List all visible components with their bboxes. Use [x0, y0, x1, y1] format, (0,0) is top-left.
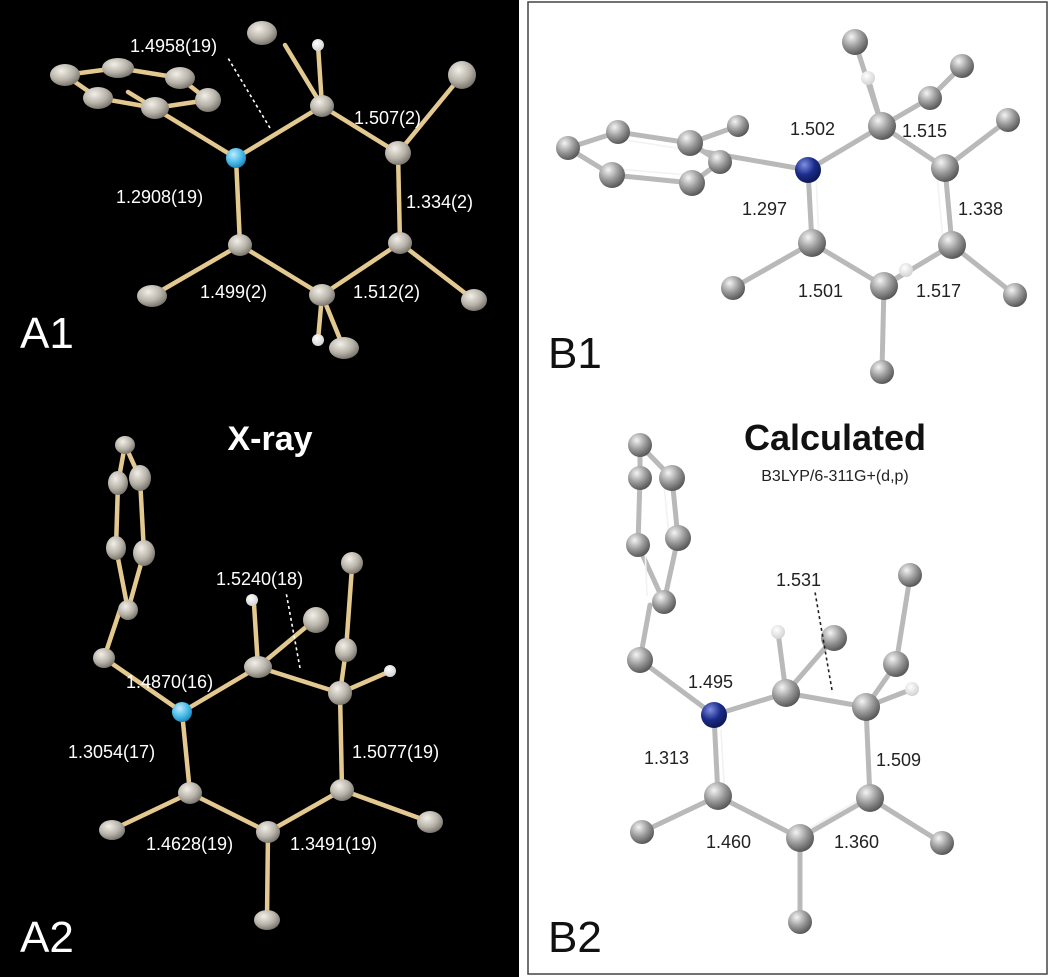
bond-length-label: 1.517 [916, 281, 961, 301]
molecule-b2 [626, 433, 954, 934]
bond-length-label: 1.3054(17) [68, 742, 155, 762]
bond-labels-b2: 1.531 1.495 1.313 1.509 1.460 1.360 [644, 570, 921, 852]
panel-label-b1: B1 [548, 329, 602, 378]
bond-labels-b1: 1.502 1.515 1.297 1.338 1.501 1.517 [742, 119, 1003, 301]
bond-length-label: 1.531 [776, 570, 821, 590]
bond-labels-a1: 1.4958(19) 1.507(2) 1.2908(19) 1.334(2) … [116, 36, 473, 302]
bond-length-label: 1.360 [834, 832, 879, 852]
molecule-a2 [93, 436, 443, 930]
xray-heading: X-ray [227, 420, 312, 458]
calculated-heading: Calculated [744, 417, 926, 458]
bond-length-label: 1.502 [790, 119, 835, 139]
molecule-a1 [50, 21, 487, 359]
panel-label-b2: B2 [548, 913, 602, 962]
bond-length-label: 1.3491(19) [290, 834, 377, 854]
bond-length-label: 1.509 [876, 750, 921, 770]
bond-length-label: 1.495 [688, 672, 733, 692]
bond-length-label: 1.338 [958, 199, 1003, 219]
panel-label-a2: A2 [20, 913, 74, 962]
bond-length-label: 1.313 [644, 748, 689, 768]
panel-label-a1: A1 [20, 309, 74, 358]
bond-length-label: 1.512(2) [353, 282, 420, 302]
bond-labels-a2: 1.5240(18) 1.4870(16) 1.3054(17) 1.5077(… [68, 569, 439, 854]
bond-length-label: 1.499(2) [200, 282, 267, 302]
molecule-b1 [556, 29, 1027, 384]
bond-length-label: 1.4870(16) [126, 672, 213, 692]
bond-length-label: 1.460 [706, 832, 751, 852]
bond-length-label: 1.297 [742, 199, 787, 219]
method-subheading: B3LYP/6-311G+(d,p) [761, 468, 909, 485]
bond-length-label: 1.501 [798, 281, 843, 301]
bond-length-label: 1.507(2) [354, 108, 421, 128]
bond-length-label: 1.4628(19) [146, 834, 233, 854]
bond-length-label: 1.2908(19) [116, 187, 203, 207]
bond-length-label: 1.4958(19) [130, 36, 217, 56]
bond-length-label: 1.515 [902, 121, 947, 141]
bond-length-label: 1.5077(19) [352, 742, 439, 762]
bond-length-label: 1.5240(18) [216, 569, 303, 589]
bond-length-label: 1.334(2) [406, 192, 473, 212]
